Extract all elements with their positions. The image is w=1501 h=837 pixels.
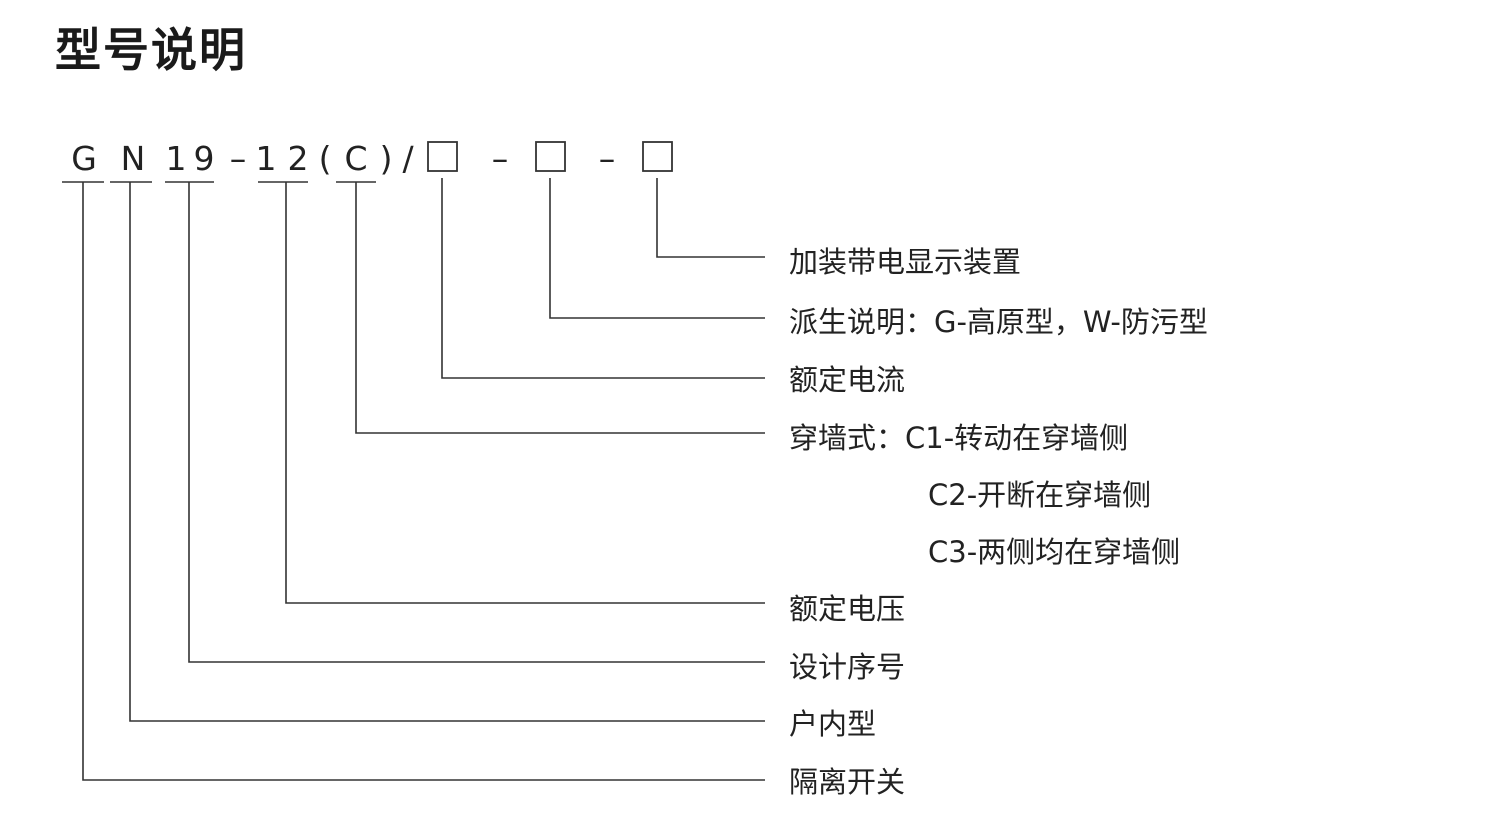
desc-wall-type-c3: C3-两侧均在穿墙侧 bbox=[928, 535, 1180, 569]
code-char-rparen: ) bbox=[380, 139, 393, 178]
leader-current bbox=[441, 178, 765, 379]
desc-design-number: 设计序号 bbox=[789, 650, 905, 684]
desc-wall-type-c2: C2-开断在穿墙侧 bbox=[928, 478, 1151, 512]
desc-rated-voltage: 额定电压 bbox=[789, 592, 905, 626]
code-char-g: G bbox=[71, 139, 97, 178]
model-code: G N 1 9 – 1 2 ( C ) / – – bbox=[71, 139, 615, 178]
leader-derivative bbox=[549, 178, 765, 319]
code-char-dash-3: – bbox=[599, 139, 616, 178]
code-char-c: C bbox=[344, 139, 367, 178]
leader-voltage bbox=[285, 182, 765, 604]
desc-derivative: 派生说明：G-高原型，W-防污型 bbox=[789, 305, 1208, 339]
code-char-2: 2 bbox=[288, 139, 309, 178]
desc-rated-current: 额定电流 bbox=[789, 363, 905, 397]
code-char-dash-2: – bbox=[492, 139, 509, 178]
desc-disconnect-switch: 隔离开关 bbox=[789, 765, 905, 799]
code-char-dash: – bbox=[230, 139, 247, 178]
desc-wall-type-c1: 穿墙式：C1-转动在穿墙侧 bbox=[789, 421, 1128, 455]
leader-indoor bbox=[129, 182, 765, 722]
leader-wall bbox=[355, 182, 765, 434]
code-char-1b: 1 bbox=[256, 139, 277, 178]
placeholder-box-display bbox=[642, 141, 673, 172]
desc-indoor-type: 户内型 bbox=[789, 707, 876, 741]
code-char-lparen: ( bbox=[319, 139, 332, 178]
leader-switch bbox=[82, 182, 765, 781]
code-char-slash: / bbox=[402, 139, 414, 178]
code-char-1: 1 bbox=[166, 139, 187, 178]
leader-display bbox=[656, 178, 765, 258]
code-char-n: N bbox=[121, 139, 146, 178]
placeholder-box-derivative bbox=[535, 141, 566, 172]
desc-display-device: 加装带电显示装置 bbox=[789, 245, 1021, 279]
placeholder-box-current bbox=[427, 141, 458, 172]
leader-design bbox=[188, 182, 765, 663]
page-title: 型号说明 bbox=[55, 23, 247, 77]
code-char-9: 9 bbox=[194, 139, 215, 178]
